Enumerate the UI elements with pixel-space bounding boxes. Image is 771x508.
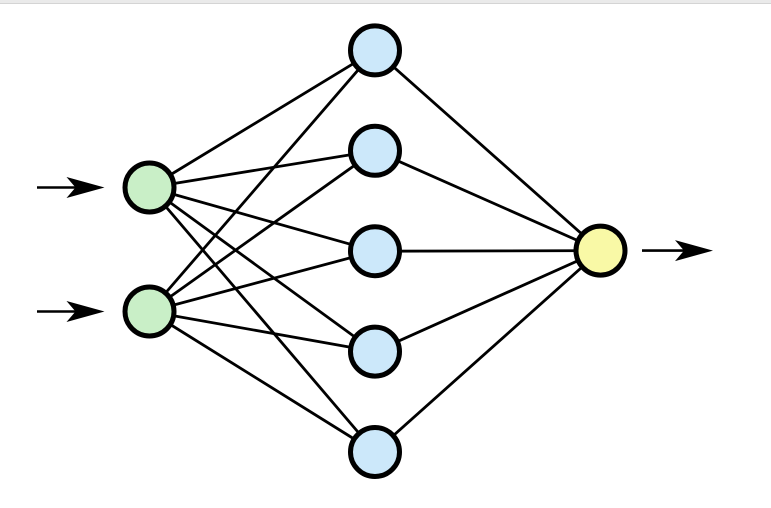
edge-in1-h2 [149, 149, 376, 189]
input-arrow-2-head [66, 301, 105, 322]
hidden-node-h5 [348, 425, 402, 479]
edge-in2-h2 [148, 149, 376, 313]
edge-in2-h1 [148, 49, 377, 313]
edge-in1-h5 [148, 186, 377, 453]
hidden-node-h1 [348, 23, 402, 78]
edge-in1-h4 [148, 186, 376, 353]
edge-in2-h5 [148, 310, 376, 454]
edge-h5-out [374, 249, 602, 454]
window-top-border [0, 0, 771, 4]
hidden-node-h4 [348, 324, 402, 379]
edge-h1-out [374, 49, 602, 252]
input-arrow-1-head [66, 177, 105, 198]
edge-in2-h4 [149, 310, 376, 353]
hidden-node-h3 [348, 224, 402, 279]
edge-in1-h1 [148, 49, 376, 189]
hidden-node-h2 [348, 123, 402, 178]
output-node-out [573, 223, 628, 278]
edge-h4-out [374, 249, 602, 353]
input-node-in2 [122, 284, 177, 339]
edge-h2-out [374, 149, 602, 252]
edge-in1-h3 [149, 186, 376, 253]
edge-h3-out [374, 249, 601, 253]
edge-in2-h3 [149, 249, 376, 313]
input-node-in1 [122, 160, 177, 215]
output-arrow-head [675, 240, 713, 262]
